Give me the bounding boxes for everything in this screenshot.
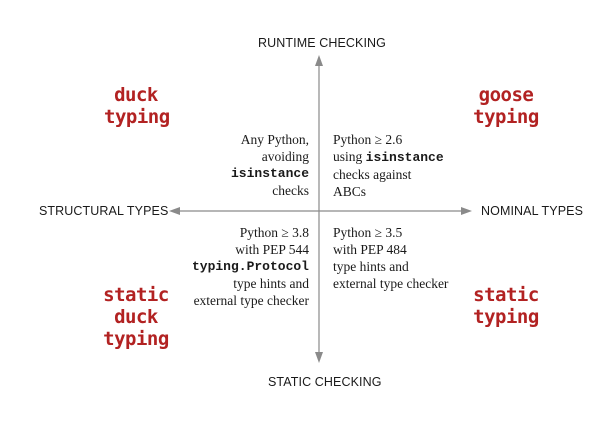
quadrant-text-bottom-left: Python ≥ 3.8 with PEP 544 typing.Protoco… xyxy=(192,224,309,309)
quadrant-line: with PEP 544 xyxy=(235,242,309,257)
corner-word: duck xyxy=(114,84,158,106)
axis-label-top: RUNTIME CHECKING xyxy=(258,36,386,50)
corner-word: typing xyxy=(104,106,170,128)
quadrant-line: Python ≥ 2.6 xyxy=(333,132,403,147)
quadrant-line: external type checker xyxy=(193,293,309,308)
quadrant-code: typing.Protocol xyxy=(191,259,309,274)
arrow-up-icon xyxy=(315,55,323,66)
corner-word: typing xyxy=(103,328,169,350)
quadrant-line: avoiding xyxy=(261,149,309,164)
arrow-left-icon xyxy=(169,207,180,215)
axis-label-bottom: STATIC CHECKING xyxy=(268,375,382,389)
corner-label-static-typing: static typing xyxy=(470,284,542,328)
quadrant-line: ABCs xyxy=(333,184,367,199)
quadrant-line: checks xyxy=(272,183,309,198)
corner-label-static-duck-typing: static duck typing xyxy=(102,284,170,350)
quadrant-text-bottom-right: Python ≥ 3.5 with PEP 484 type hints and… xyxy=(333,224,448,292)
corner-word: duck xyxy=(114,306,158,328)
quadrant-line-mixed: using isinstance xyxy=(333,148,444,166)
quadrant-line: checks against xyxy=(333,167,412,182)
corner-label-duck-typing: duck typing xyxy=(104,84,170,128)
quadrant-line: external type checker xyxy=(333,276,449,291)
quadrant-text-top-left: Any Python, avoiding isinstance checks xyxy=(231,131,309,199)
quadrant-line: Python ≥ 3.5 xyxy=(333,225,403,240)
corner-word: static xyxy=(473,284,539,306)
quadrant-code: isinstance xyxy=(365,150,444,165)
quadrant-text-top-right: Python ≥ 2.6 using isinstance checks aga… xyxy=(333,131,444,200)
corner-word: goose xyxy=(478,84,534,106)
axis-label-right: NOMINAL TYPES xyxy=(481,204,584,218)
corner-label-goose-typing: goose typing xyxy=(470,84,542,128)
arrow-down-icon xyxy=(315,352,323,363)
quadrant-line: type hints and xyxy=(233,276,309,291)
corner-word: static xyxy=(103,284,169,306)
quadrant-line: Python ≥ 3.8 xyxy=(239,225,309,240)
arrow-right-icon xyxy=(461,207,472,215)
quadrant-line: Any Python, xyxy=(240,132,309,147)
quadrant-line: with PEP 484 xyxy=(333,242,407,257)
corner-word: typing xyxy=(473,106,539,128)
quadrant-text-fragment: using xyxy=(333,149,366,164)
axis-label-left: STRUCTURAL TYPES xyxy=(39,204,169,218)
quadrant-line: type hints and xyxy=(333,259,409,274)
quadrant-code: isinstance xyxy=(230,166,309,181)
corner-word: typing xyxy=(473,306,539,328)
